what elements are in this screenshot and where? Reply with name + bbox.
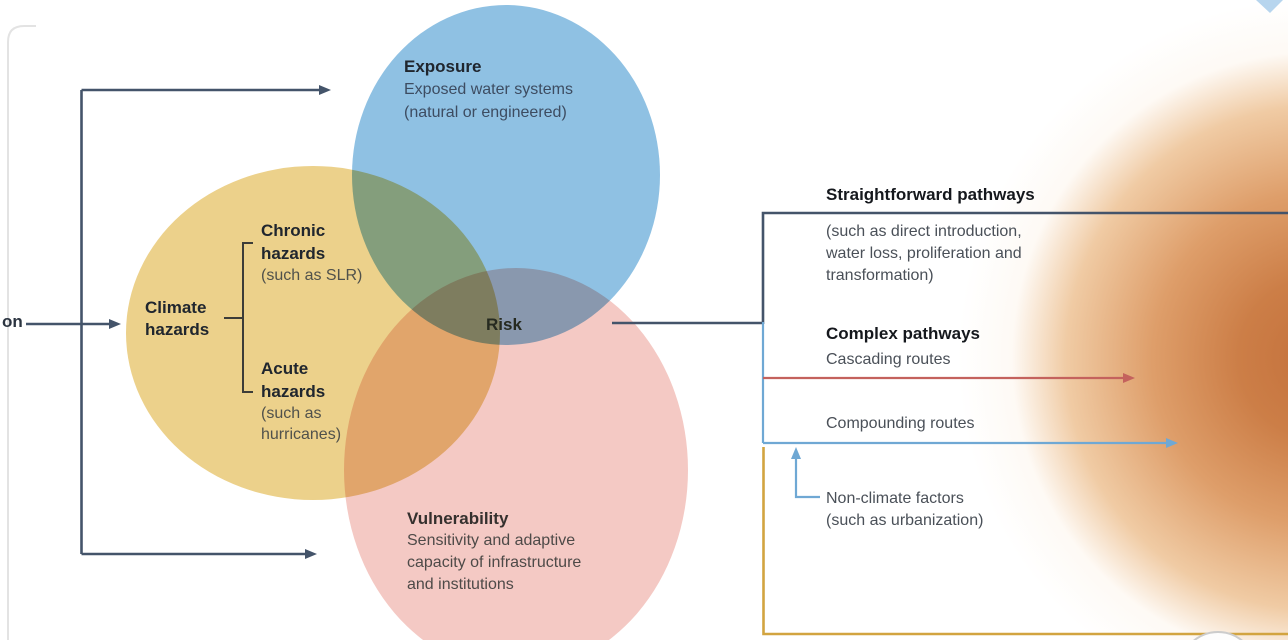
risk-label: Risk [486, 315, 522, 334]
acute-hazards-note: (such as hurricanes) [261, 405, 342, 443]
chronic-hazards-title: Chronic hazards [261, 221, 326, 263]
exposure-title: Exposure [404, 57, 482, 76]
non-climate-factors-connector [791, 447, 820, 499]
chronic-hazards-note: (such as SLR) [261, 267, 363, 284]
cascading-routes-label: Cascading routes [826, 351, 951, 368]
straightforward-note-line3: transformation) [826, 267, 934, 284]
straightforward-pathways-note: (such as direct introduction, water loss… [826, 221, 1022, 287]
climate-hazards-label: Climate hazards [145, 298, 210, 339]
straightforward-pathway-line [761, 211, 1288, 324]
exposure-line1: Exposed water systems [404, 81, 573, 98]
vulnerability-ellipse [344, 268, 688, 640]
straightforward-pathways-title: Straightforward pathways [826, 185, 1035, 204]
compounding-routes-label: Compounding routes [826, 415, 975, 432]
straightforward-note-line1: (such as direct introduction, [826, 223, 1022, 240]
cropped-input-label: on [2, 312, 23, 331]
acute-hazards-block: Acute hazards (such as hurricanes) [261, 357, 357, 445]
non-climate-line2: (such as urbanization) [826, 512, 984, 529]
panel-frame-line [7, 25, 36, 640]
acute-hazards-title: Acute hazards [261, 359, 326, 401]
exposure-line2: (natural or engineered) [404, 104, 567, 121]
straightforward-note-line2: water loss, proliferation and [826, 245, 1022, 262]
hazards-bracket [224, 242, 253, 393]
non-climate-factors-block: Non-climate factors (such as urbanizatio… [826, 488, 983, 532]
vulnerability-line1: Sensitivity and adaptive [407, 532, 576, 549]
complex-pathways-title: Complex pathways [826, 324, 980, 343]
chronic-hazards-block: Chronic hazards (such as SLR) [261, 219, 362, 286]
non-climate-line1: Non-climate factors [826, 490, 964, 507]
vulnerability-title: Vulnerability [407, 509, 509, 528]
cropped-blue-corner-shape [1256, 0, 1283, 13]
exposure-label-block: Exposure Exposed water systems (natural … [404, 56, 573, 124]
vulnerability-line2: capacity of infrastructure [407, 554, 582, 571]
impact-box-border [762, 447, 1288, 636]
vulnerability-label-block: Vulnerability Sensitivity and adaptive c… [407, 508, 581, 596]
vulnerability-line3: and institutions [407, 576, 514, 593]
